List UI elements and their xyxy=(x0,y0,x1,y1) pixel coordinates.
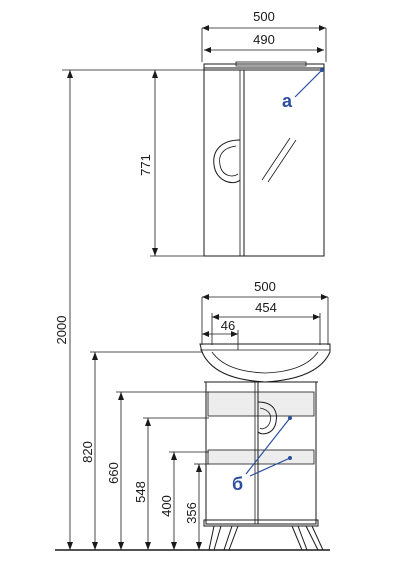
height-660-label: 660 xyxy=(106,462,121,484)
height-dimension-400: 400 xyxy=(159,451,209,550)
mirror-width-total-label: 500 xyxy=(253,9,275,24)
mirror-height-label: 771 xyxy=(138,154,153,176)
height-dimension-548: 548 xyxy=(133,417,209,550)
height-356-label: 356 xyxy=(184,502,199,524)
height-dimension-356: 356 xyxy=(184,463,209,550)
mirror-width-inner-label: 490 xyxy=(253,32,275,47)
height-400-label: 400 xyxy=(159,495,174,517)
mirror-callout-a: a xyxy=(282,91,293,111)
overall-height-dimension: 2000 xyxy=(54,69,205,550)
vanity-offset-label: 46 xyxy=(221,318,235,333)
vanity-width-total-label: 500 xyxy=(254,279,276,294)
vanity-unit: 500 454 46 xyxy=(199,279,331,551)
height-548-label: 548 xyxy=(133,481,148,503)
height-dimension-660: 660 xyxy=(106,391,209,550)
mirror-cabinet: 500 490 771 a xyxy=(138,9,327,257)
overall-height-label: 2000 xyxy=(54,316,69,345)
vanity-width-basin-label: 454 xyxy=(255,300,277,315)
height-dimension-820: 820 xyxy=(80,351,203,550)
height-820-label: 820 xyxy=(80,441,95,463)
vanity-callout-b: б xyxy=(232,474,243,494)
